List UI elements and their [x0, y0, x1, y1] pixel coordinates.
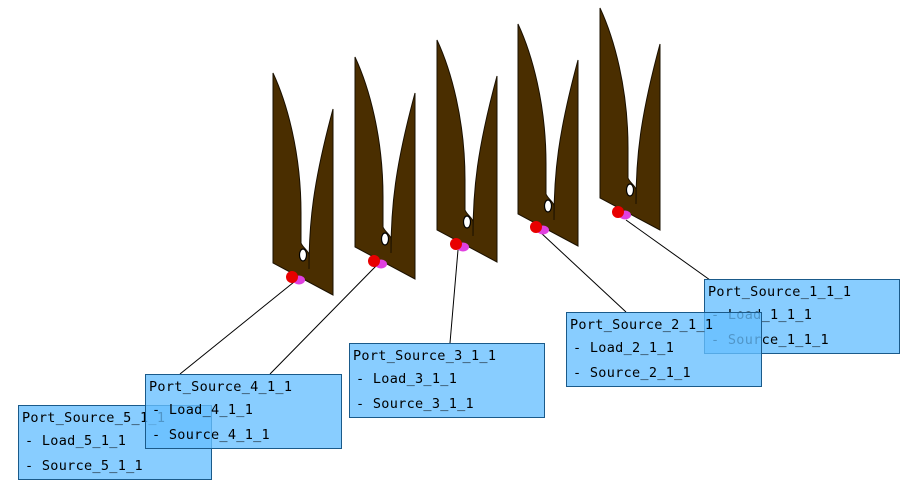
- slot-cavity-4: [380, 232, 390, 246]
- antenna-element-1: [599, 7, 661, 231]
- port-label-4-title: Port_Source_4_1_1: [149, 379, 293, 395]
- feed-marker-red-3: [450, 238, 462, 250]
- port-label-3-source: - Source_3_1_1: [356, 396, 474, 412]
- feed-marker-red-1: [612, 206, 624, 218]
- port-label-3-title: Port_Source_3_1_1: [353, 348, 497, 364]
- port-label-1-title: Port_Source_1_1_1: [708, 284, 852, 300]
- port-label-5-load: - Load_5_1_1: [25, 433, 127, 449]
- antenna-plate-3: [436, 39, 498, 263]
- antenna-element-3: [436, 39, 498, 263]
- port-label-4-source: - Source_4_1_1: [152, 427, 270, 443]
- port-label-5-source: - Source_5_1_1: [25, 458, 143, 474]
- port-label-2-source: - Source_2_1_1: [573, 365, 691, 381]
- port-label-3-load: - Load_3_1_1: [356, 371, 458, 387]
- port-label-4-load: - Load_4_1_1: [152, 402, 254, 418]
- slot-cavity-3: [462, 215, 472, 229]
- slot-cavity-5: [298, 248, 308, 262]
- leader-line-3: [449, 249, 459, 344]
- feed-marker-red-2: [530, 221, 542, 233]
- slot-cavity-1: [625, 183, 635, 197]
- port-label-2[interactable]: Port_Source_2_1_1 - Load_2_1_1 - Source_…: [566, 312, 762, 387]
- leader-line-5: [179, 281, 295, 375]
- feed-marker-red-5: [286, 271, 298, 283]
- antenna-plate-1: [599, 7, 661, 231]
- antenna-plate-4: [354, 56, 416, 280]
- slot-cavity-2: [543, 199, 553, 213]
- leader-line-2: [539, 231, 627, 313]
- port-label-3[interactable]: Port_Source_3_1_1 - Load_3_1_1 - Source_…: [349, 343, 545, 418]
- feed-marker-red-4: [368, 255, 380, 267]
- leader-line-1: [625, 219, 711, 281]
- antenna-element-5: [272, 72, 334, 296]
- port-label-5-title: Port_Source_5_1_1: [22, 410, 166, 426]
- antenna-element-2: [517, 23, 579, 247]
- leader-line-4: [269, 265, 377, 375]
- antenna-plate-2: [517, 23, 579, 247]
- port-label-4[interactable]: Port_Source_4_1_1 - Load_4_1_1 - Source_…: [145, 374, 342, 449]
- antenna-element-4: [354, 56, 416, 280]
- port-label-2-title: Port_Source_2_1_1: [570, 317, 714, 333]
- antenna-plate-5: [272, 72, 334, 296]
- port-label-2-load: - Load_2_1_1: [573, 340, 675, 356]
